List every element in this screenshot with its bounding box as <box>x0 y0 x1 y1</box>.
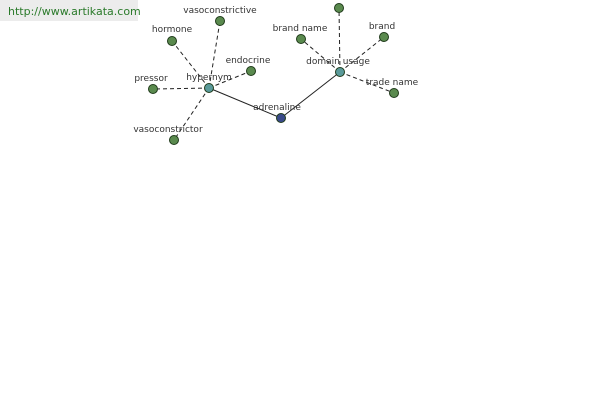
edge-hypernym-endocrine-2 <box>208 70 252 89</box>
edge-domain-usage-brand-2 <box>339 36 385 73</box>
node-hypernym[interactable] <box>204 83 214 93</box>
label-vasoconstrictor[interactable]: vasoconstrictor <box>133 125 203 135</box>
edge-domain-usage-trade-name-3 <box>339 71 395 94</box>
url-banner: http://www.artikata.com <box>0 0 141 21</box>
node-unlabeled[interactable] <box>334 3 344 13</box>
label-domain-usage[interactable]: domain usage <box>306 57 370 67</box>
edge-hypernym-vasoconstrictive-1 <box>208 20 221 89</box>
label-vasoconstrictive[interactable]: vasoconstrictive <box>183 6 257 16</box>
node-brand-name[interactable] <box>296 34 306 44</box>
node-endocrine[interactable] <box>246 66 256 76</box>
edge-hypernym-hormone-0 <box>171 40 210 89</box>
edge-hypernym-pressor-3 <box>152 87 210 90</box>
node-center-adrenaline[interactable] <box>276 113 286 123</box>
edge-adrenaline-domain-usage <box>280 71 341 119</box>
label-brand-name[interactable]: brand name <box>273 24 328 34</box>
node-hormone[interactable] <box>167 36 177 46</box>
edge-hypernym-vasoconstrictor-4 <box>173 87 210 141</box>
node-vasoconstrictive[interactable] <box>215 16 225 26</box>
graph-labels: hormone vasoconstrictive endocrine pressor v… <box>133 6 418 135</box>
edge-domain-usage-brand-name-1 <box>300 38 341 73</box>
node-pressor[interactable] <box>148 84 158 94</box>
label-trade-name[interactable]: trade name <box>366 78 419 88</box>
label-endocrine[interactable]: endocrine <box>226 56 271 66</box>
graph-edges <box>152 7 395 141</box>
node-domain-usage[interactable] <box>335 67 345 77</box>
node-brand[interactable] <box>379 32 389 42</box>
edge-adrenaline-hypernym <box>208 87 282 119</box>
label-center-adrenaline[interactable]: adrenaline <box>253 103 301 113</box>
node-trade-name[interactable] <box>389 88 399 98</box>
label-hormone[interactable]: hormone <box>152 25 193 35</box>
edge-domain-usage-unlabeled-0 <box>338 7 341 73</box>
label-pressor[interactable]: pressor <box>134 74 168 84</box>
node-vasoconstrictor[interactable] <box>169 135 179 145</box>
label-brand[interactable]: brand <box>369 22 395 32</box>
graph-nodes <box>148 3 399 145</box>
label-hypernym[interactable]: hypernym <box>186 73 232 83</box>
site-url-link[interactable]: http://www.artikata.com <box>8 5 141 18</box>
